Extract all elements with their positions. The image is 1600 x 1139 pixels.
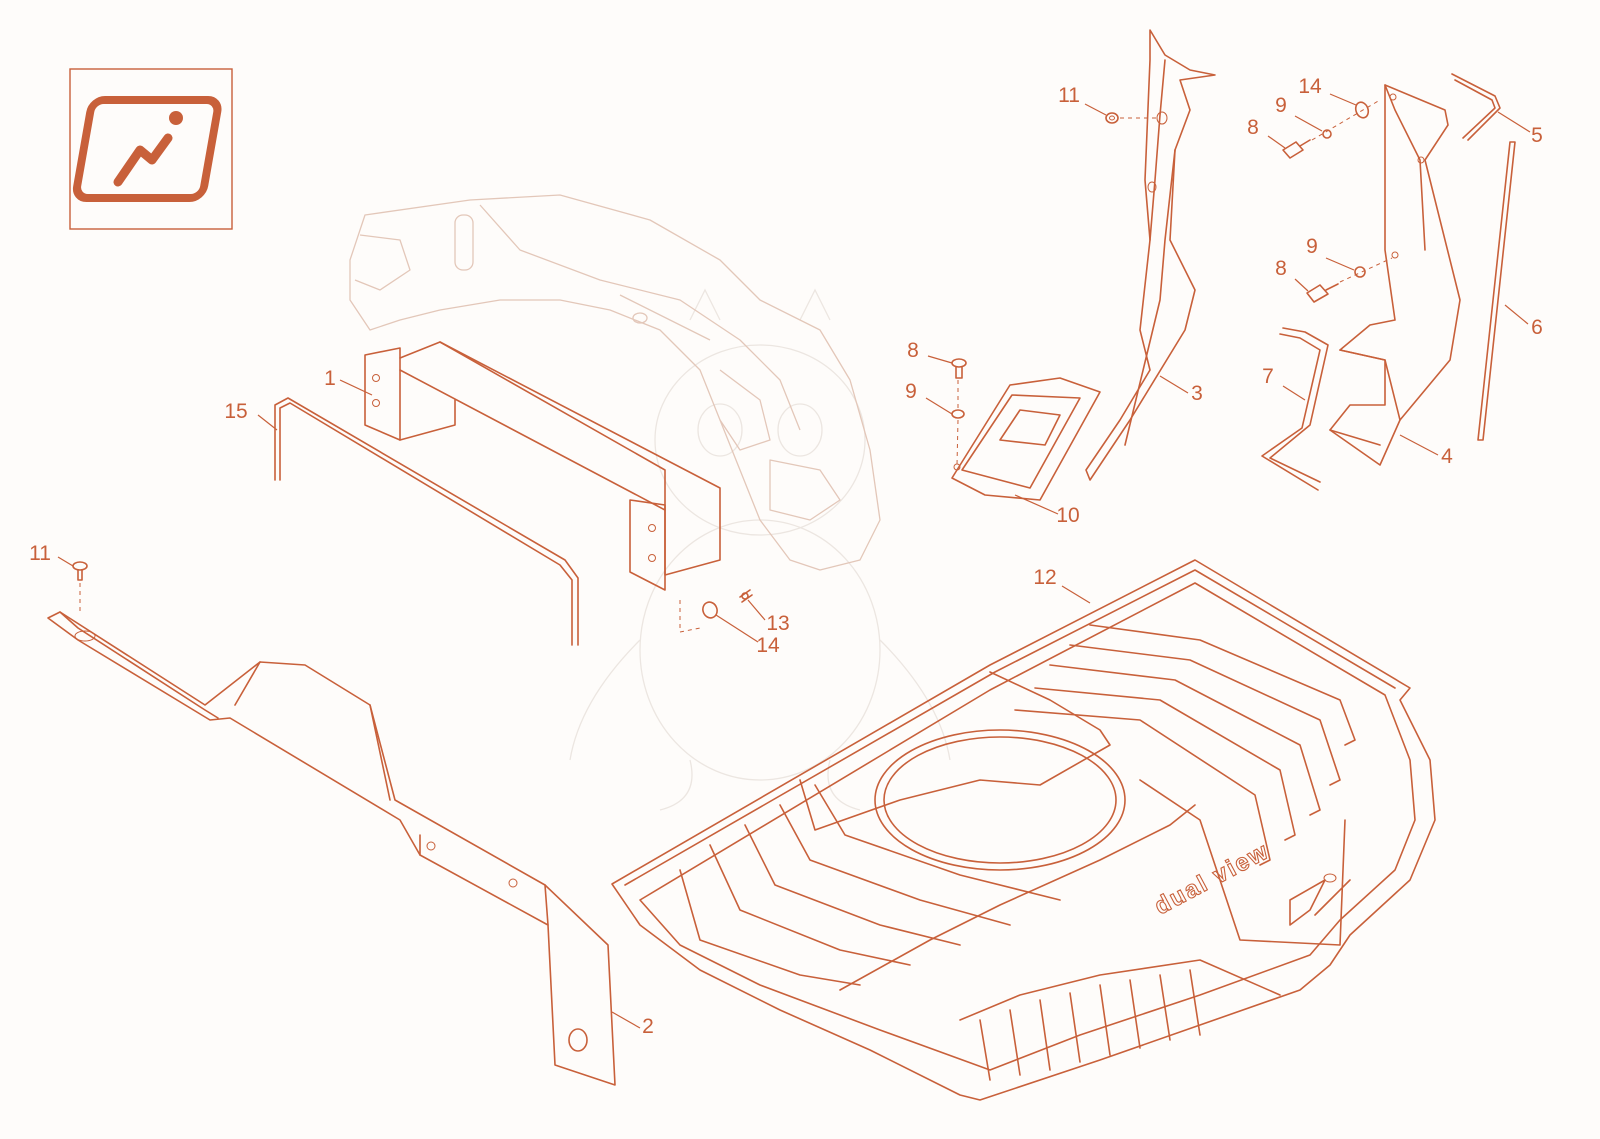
leader-line-c11b (1084, 103, 1107, 116)
callout-label-c9c: 9 (1306, 235, 1318, 258)
callout-label-c9b: 9 (1275, 94, 1287, 117)
leader-line-c9c (1325, 257, 1355, 271)
leader-line-c4 (1399, 434, 1439, 456)
callout-label-c11a: 11 (29, 542, 51, 565)
leader-line-c14b (1329, 93, 1357, 106)
leader-line-c12 (1061, 585, 1091, 604)
callout-label-c9a: 9 (905, 380, 917, 403)
leader-line-c13 (747, 599, 766, 621)
part-12-tray: dual view (611, 559, 1436, 1101)
callout-label-c13: 13 (766, 612, 789, 635)
hardware-left (72, 561, 753, 633)
watermark-mascot (569, 288, 951, 811)
seat-icon (72, 96, 222, 202)
part-10-plate (951, 377, 1101, 501)
callout-label-c3: 3 (1191, 382, 1203, 405)
part-3-side-bracket (1085, 29, 1216, 481)
leader-line-c5 (1497, 111, 1531, 133)
callout-label-c12: 12 (1033, 566, 1056, 589)
callout-label-c4: 4 (1441, 445, 1453, 468)
leader-line-c9a (925, 397, 953, 415)
hardware-4 (1282, 99, 1393, 303)
callout-label-c5: 5 (1531, 124, 1543, 147)
leader-line-c8a (927, 355, 953, 364)
leader-line-c11a (57, 556, 74, 567)
part-6-rod (1477, 141, 1516, 441)
leader-line-c3 (1159, 375, 1189, 394)
part-4-rear-bracket (1329, 84, 1461, 466)
leader-line-c6 (1504, 304, 1529, 325)
seat-icon-box (69, 68, 233, 230)
callout-label-c7: 7 (1262, 365, 1274, 388)
leader-line-c14a (715, 614, 759, 643)
leader-line-c8b (1267, 135, 1286, 149)
leader-line-c15 (257, 414, 278, 431)
leader-line-c9b (1294, 115, 1323, 132)
leader-line-c7 (1282, 385, 1306, 401)
callout-label-c10: 10 (1056, 504, 1079, 527)
callout-label-c6: 6 (1531, 316, 1543, 339)
hardware-10 (951, 358, 967, 466)
callout-label-c14b: 14 (1298, 75, 1322, 98)
part-2-rail (47, 611, 616, 1086)
callout-label-c15: 15 (224, 400, 247, 423)
callout-label-c14a: 14 (756, 634, 780, 657)
leader-line-c10 (1014, 494, 1059, 515)
leader-line-c8c (1294, 278, 1309, 292)
part-15-rod (274, 397, 579, 646)
callout-label-c1: 1 (324, 367, 336, 390)
callout-label-c8c: 8 (1275, 257, 1287, 280)
part-5-hook (1451, 73, 1501, 141)
part-7-bent-wire (1261, 327, 1329, 491)
callout-label-c8b: 8 (1247, 116, 1259, 139)
callout-label-c2: 2 (642, 1015, 654, 1038)
callout-label-c8a: 8 (907, 339, 919, 362)
part-1-bracket (364, 341, 721, 591)
brand-logo-text: dual view (1150, 837, 1274, 920)
leader-line-c2 (611, 1011, 641, 1029)
leader-line-c1 (339, 379, 373, 396)
hardware-3 (1105, 112, 1158, 124)
callout-label-c11b: 11 (1058, 84, 1080, 107)
ghost-frame (349, 194, 881, 571)
